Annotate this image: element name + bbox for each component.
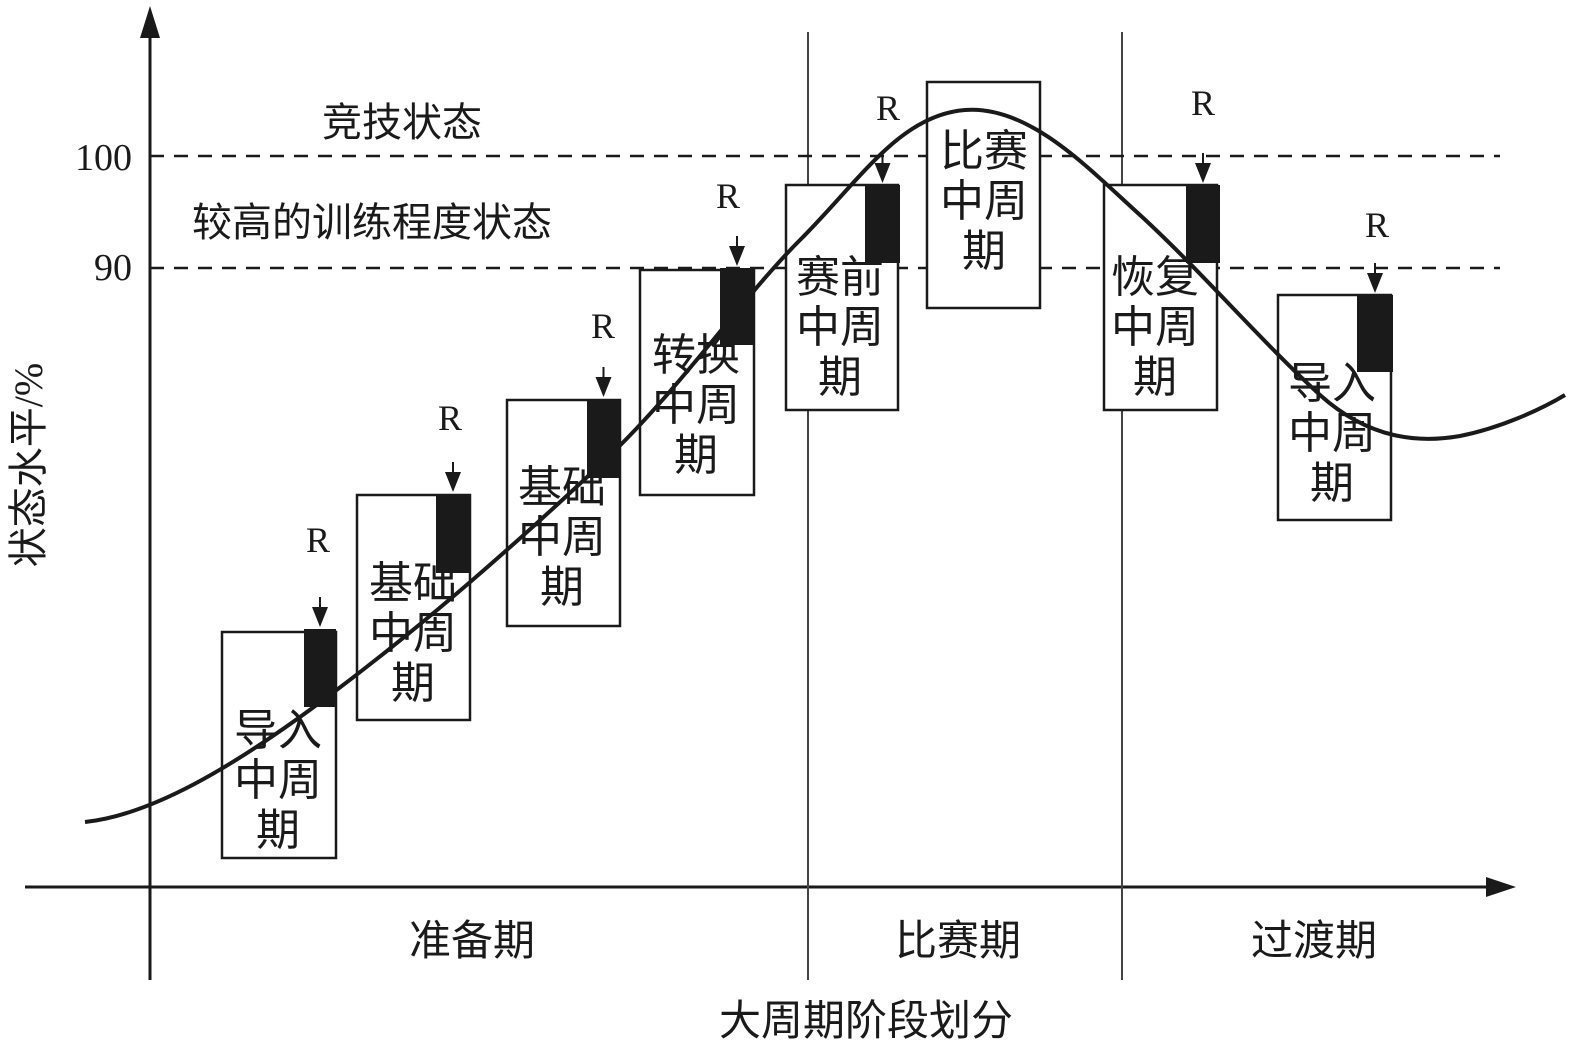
x-axis-title: 大周期阶段划分: [719, 999, 1013, 1045]
recovery-marker-label: R: [306, 520, 330, 560]
mesocycle-label-line: 转换: [652, 331, 740, 380]
mesocycle-label-line: 恢复: [1111, 253, 1199, 302]
mesocycle-label-line: 导入: [1288, 359, 1376, 408]
recovery-marker-label: R: [1191, 83, 1215, 123]
mesocycle-label-line: 基础: [369, 559, 457, 608]
phase-label-preparation: 准备期: [409, 919, 535, 965]
recovery-block: [1357, 295, 1393, 372]
recovery-block: [1186, 185, 1220, 263]
tick-label-100: 100: [75, 137, 132, 179]
mesocycle-label-line: 期: [674, 431, 718, 480]
mesocycle-label-line: 期: [540, 563, 584, 612]
high-training-state-label: 较高的训练程度状态: [192, 200, 552, 245]
y-axis-arrow-icon: [140, 6, 160, 38]
mesocycle-label-line: 赛前: [796, 253, 884, 302]
mesocycle-label-line: 中周: [369, 609, 457, 658]
recovery-marker-label: R: [876, 88, 900, 128]
mesocycle-label-line: 期: [1310, 459, 1354, 508]
mesocycle-label-line: 中周: [940, 177, 1028, 226]
recovery-marker-label: R: [716, 176, 740, 216]
mesocycle-label-line: 中周: [652, 381, 740, 430]
state-curve: [84, 107, 1567, 824]
x-axis-arrow-icon: [1486, 877, 1516, 897]
recovery-arrow-icon: [1367, 273, 1383, 293]
phase-label-competition: 比赛期: [895, 918, 1021, 965]
mesocycle-label-line: 中周: [1288, 409, 1376, 458]
recovery-arrow-icon: [595, 377, 612, 397]
recovery-arrow-icon: [874, 163, 891, 183]
tick-label-90: 90: [94, 247, 132, 289]
mesocycle-label-line: 期: [391, 659, 435, 708]
mesocycle-label-line: 中周: [1111, 303, 1199, 352]
recovery-arrow-icon: [312, 607, 328, 627]
recovery-arrow-icon: [1195, 163, 1211, 183]
recovery-marker-label: R: [1365, 205, 1389, 245]
mesocycle-label-line: 中周: [796, 303, 884, 352]
y-axis-title: 状态水平/%: [6, 363, 51, 567]
recovery-block: [720, 268, 754, 345]
recovery-arrow-icon: [445, 472, 461, 492]
mesocycle-label-line: 期: [1133, 353, 1177, 402]
phase-label-transition: 过渡期: [1251, 918, 1377, 965]
competition-state-label: 竞技状态: [322, 100, 482, 145]
mesocycle-label-line: 期: [256, 806, 300, 855]
recovery-block: [436, 494, 470, 573]
recovery-arrow-icon: [729, 246, 745, 266]
mesocycle-label-line: 期: [818, 353, 862, 402]
mesocycle-label-line: 期: [962, 227, 1006, 276]
mesocycle-label-line: 中周: [518, 513, 606, 562]
recovery-marker-label: R: [438, 398, 462, 438]
recovery-block: [587, 399, 620, 478]
recovery-marker-label: R: [591, 306, 615, 346]
mesocycle-group: R导入中周期R基础中周期R基础中周期R转换中周期R赛前中周期比赛中周期R恢复中周…: [220, 80, 1393, 860]
mesocycle-label-line: 中周: [234, 756, 322, 805]
recovery-block: [865, 185, 900, 263]
mesocycle-label-line: 比赛: [940, 127, 1028, 176]
